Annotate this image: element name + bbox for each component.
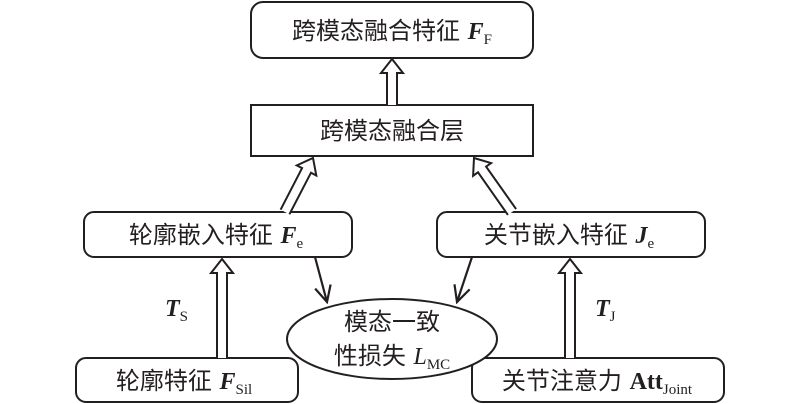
node-fused-feature: 跨模态融合特征 FF — [250, 1, 534, 59]
consistency-loss-symbol: L — [412, 344, 426, 370]
svg-text:关节注意力 AttJoint: 关节注意力 AttJoint — [502, 367, 693, 398]
joint-embedding-label: 关节嵌入特征 — [484, 221, 628, 249]
edge-joint-embedding-to-loss — [457, 256, 474, 302]
consistency-loss-subscript: MC — [427, 357, 450, 373]
edge-contour-embedding-to-fusion-layer — [279, 156, 318, 215]
joint-attention-symbol: Att — [630, 369, 663, 395]
fused-feature-label: 跨模态融合特征 — [292, 17, 460, 45]
edge-label-ts-subscript: S — [180, 309, 188, 325]
contour-feature-symbol: F — [218, 369, 235, 395]
node-fusion-layer: 跨模态融合层 — [250, 104, 534, 157]
edge-label-tj-subscript: J — [610, 309, 616, 325]
consistency-loss-line2: 性损失 — [334, 342, 406, 370]
svg-text:性损失 LMC: 性损失 LMC — [334, 342, 450, 373]
contour-embedding-symbol: F — [279, 223, 296, 249]
node-joint-embedding: 关节嵌入特征 Je — [436, 211, 706, 258]
svg-text:关节嵌入特征 Je: 关节嵌入特征 Je — [484, 221, 655, 252]
svg-text:轮廓嵌入特征 Fe: 轮廓嵌入特征 Fe — [129, 221, 304, 252]
edge-joint-embedding-to-fusion-layer — [471, 156, 517, 216]
svg-text:跨模态融合特征 FF: 跨模态融合特征 FF — [292, 17, 492, 48]
fused-feature-symbol: F — [467, 19, 484, 45]
edge-label-ts: TS — [165, 296, 188, 325]
node-contour-feature: 轮廓特征 FSil — [75, 357, 299, 403]
edge-joint-attention-to-joint-embedding — [556, 257, 584, 358]
node-contour-embedding: 轮廓嵌入特征 Fe — [83, 211, 353, 258]
edge-label-ts-symbol: T — [165, 296, 181, 322]
node-joint-attention: 关节注意力 AttJoint — [471, 357, 725, 403]
svg-text:轮廓特征 FSil: 轮廓特征 FSil — [116, 367, 252, 398]
fusion-layer-label: 跨模态融合层 — [320, 117, 464, 145]
joint-embedding-symbol: J — [634, 223, 648, 249]
edge-contour-feature-to-contour-embedding — [208, 257, 236, 358]
joint-attention-label: 关节注意力 — [502, 367, 622, 395]
contour-embedding-subscript: e — [296, 236, 303, 252]
node-consistency-loss: 模态一致 性损失 LMC — [286, 298, 498, 380]
contour-embedding-label: 轮廓嵌入特征 — [129, 221, 273, 249]
fused-feature-subscript: F — [484, 32, 492, 48]
edge-fusion-layer-to-fused-feature — [378, 57, 406, 105]
edge-label-tj-symbol: T — [595, 296, 611, 322]
joint-attention-subscript: Joint — [663, 382, 693, 398]
contour-feature-subscript: Sil — [235, 382, 252, 398]
edge-label-tj: TJ — [595, 296, 616, 325]
contour-feature-label: 轮廓特征 — [116, 367, 212, 395]
consistency-loss-line1: 模态一致 — [344, 308, 440, 336]
edge-contour-embedding-to-loss — [313, 256, 327, 302]
joint-embedding-subscript: e — [647, 236, 654, 252]
